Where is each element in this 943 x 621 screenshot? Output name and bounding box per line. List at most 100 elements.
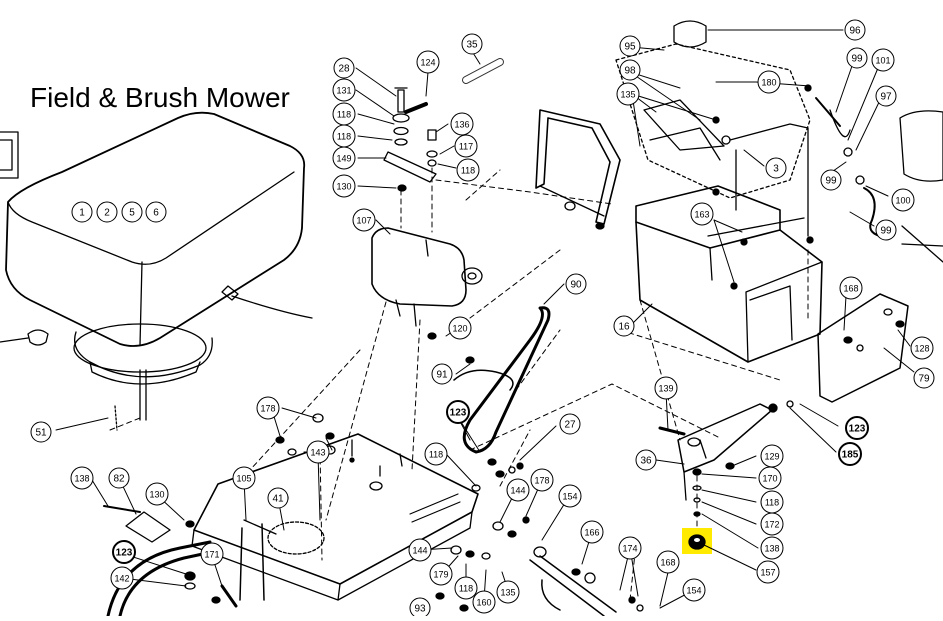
callout-label-c180: 180 bbox=[761, 78, 776, 88]
callout-label-c138b: 138 bbox=[74, 474, 89, 484]
callout-label-c138a: 138 bbox=[764, 544, 779, 554]
callout-label-c149: 149 bbox=[336, 154, 351, 164]
callout-label-c96: 96 bbox=[849, 26, 861, 37]
callout-circle-c138a bbox=[760, 536, 784, 560]
callout-label-c171: 171 bbox=[204, 550, 219, 560]
callout-label-c179: 179 bbox=[433, 570, 448, 580]
callout-label-c131: 131 bbox=[336, 86, 351, 96]
callout-circle-c51 bbox=[30, 421, 52, 443]
callout-label-c107: 107 bbox=[356, 216, 371, 226]
callout-label-c3: 3 bbox=[773, 164, 779, 175]
callout-circle-c171 bbox=[200, 542, 224, 566]
callout-label-c99b: 99 bbox=[825, 176, 837, 187]
callout-label-c130b: 130 bbox=[149, 490, 164, 500]
callout-label-c35: 35 bbox=[466, 40, 478, 51]
callout-circle-c101 bbox=[871, 48, 895, 72]
small-hardware-parts bbox=[275, 84, 905, 612]
callout-label-c163: 163 bbox=[694, 210, 709, 220]
mower-hood-part bbox=[0, 111, 313, 431]
callout-label-c144a: 144 bbox=[510, 486, 525, 496]
callout-label-c27: 27 bbox=[564, 420, 576, 431]
callout-circle-c118c bbox=[456, 158, 480, 182]
lever-bracket-part bbox=[658, 400, 794, 501]
callout-label-c117: 117 bbox=[459, 142, 473, 152]
callout-circle-c142 bbox=[110, 566, 134, 590]
callout-label-c154a: 154 bbox=[562, 492, 577, 502]
callout-circle-c131 bbox=[332, 78, 356, 102]
callout-label-c170: 170 bbox=[762, 474, 777, 484]
callout-label-c123b: 123 bbox=[849, 424, 866, 435]
callout-label-c168a: 168 bbox=[843, 284, 858, 294]
callout-circle-c168a bbox=[839, 276, 863, 300]
callout-circle-c168b bbox=[656, 550, 680, 574]
callout-circle-c128 bbox=[910, 336, 934, 360]
fastener-stack-part bbox=[383, 58, 504, 192]
highlighted-knob-part bbox=[682, 462, 735, 554]
assembly-lines bbox=[109, 167, 809, 601]
callout-circle-c179 bbox=[429, 562, 453, 586]
callout-label-c118b: 118 bbox=[337, 132, 351, 142]
callout-circle-c5 bbox=[121, 201, 143, 223]
callout-circle-c117 bbox=[454, 134, 478, 158]
callout-label-c91: 91 bbox=[436, 370, 448, 381]
callout-label-c51: 51 bbox=[35, 428, 47, 439]
callout-circle-c99b bbox=[820, 169, 842, 191]
callout-circle-c136 bbox=[450, 112, 474, 136]
callout-label-c174: 174 bbox=[622, 544, 637, 554]
callout-label-c144b: 144 bbox=[412, 546, 427, 556]
callout-label-c41: 41 bbox=[272, 494, 284, 505]
callout-label-c178a: 178 bbox=[260, 404, 275, 414]
callout-circle-c139 bbox=[654, 376, 678, 400]
callout-circle-c149 bbox=[332, 146, 356, 170]
diagram-title: Field & Brush Mower bbox=[30, 82, 290, 113]
callout-label-c118f: 118 bbox=[459, 584, 473, 594]
callout-label-c118d: 118 bbox=[429, 450, 443, 460]
callout-label-c99a: 99 bbox=[851, 54, 863, 65]
callout-circle-c135b bbox=[496, 580, 520, 604]
callout-circle-c28 bbox=[333, 57, 355, 79]
callout-label-c36: 36 bbox=[640, 456, 652, 467]
callout-circle-c91 bbox=[431, 363, 453, 385]
callout-circle-c130b bbox=[145, 482, 169, 506]
callout-circle-c36 bbox=[635, 449, 657, 471]
callout-label-c100: 100 bbox=[895, 196, 910, 206]
callout-label-c136: 136 bbox=[454, 120, 469, 130]
callout-label-c120: 120 bbox=[452, 324, 467, 334]
callout-circle-c172 bbox=[760, 512, 784, 536]
callout-label-c2: 2 bbox=[104, 208, 110, 219]
callout-circle-c41 bbox=[267, 487, 289, 509]
callout-circle-c135a bbox=[616, 82, 640, 106]
handle-frame-part bbox=[535, 109, 621, 225]
gearbox-part bbox=[371, 227, 483, 340]
callout-label-c124: 124 bbox=[420, 58, 435, 68]
callout-label-c168b: 168 bbox=[660, 558, 675, 568]
callout-label-c118e: 118 bbox=[765, 498, 779, 508]
callout-label-c166: 166 bbox=[584, 528, 599, 538]
main-deck-plate-part bbox=[191, 433, 479, 601]
push-handle-part bbox=[103, 505, 238, 618]
callout-label-c98: 98 bbox=[624, 66, 636, 77]
callout-label-c97: 97 bbox=[880, 92, 892, 103]
callout-circle-c123a bbox=[446, 400, 470, 424]
callout-circle-c174 bbox=[618, 536, 642, 560]
callout-label-c118a: 118 bbox=[337, 110, 351, 120]
callout-label-c135a: 135 bbox=[620, 90, 635, 100]
callout-circle-c154a bbox=[558, 484, 582, 508]
callout-circle-c143 bbox=[306, 440, 330, 464]
callout-circle-c1 bbox=[71, 201, 93, 223]
callout-label-c135b: 135 bbox=[500, 588, 515, 598]
callout-circle-c99a bbox=[846, 47, 868, 69]
callout-circle-c95 bbox=[619, 35, 641, 57]
callout-circle-c98 bbox=[619, 59, 641, 81]
callout-label-c143: 143 bbox=[310, 448, 325, 458]
callout-label-c142: 142 bbox=[114, 574, 129, 584]
callout-label-c99c: 99 bbox=[880, 226, 892, 237]
callout-circle-c180 bbox=[757, 70, 781, 94]
callout-circle-c118f bbox=[454, 576, 478, 600]
callout-circle-c90 bbox=[565, 273, 587, 295]
callout-circle-c97 bbox=[875, 85, 897, 107]
callout-label-c90: 90 bbox=[570, 280, 582, 291]
callout-label-c128: 128 bbox=[914, 344, 929, 354]
